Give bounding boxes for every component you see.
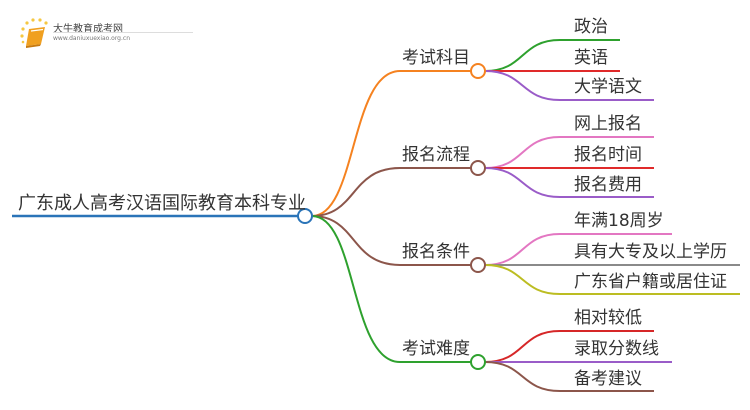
leaf-label: 政治	[574, 17, 608, 37]
branch-node	[470, 160, 486, 176]
branch-label: 报名流程	[402, 145, 470, 165]
branch-node	[470, 354, 486, 370]
root-node	[297, 208, 313, 224]
leaf-label: 年满18周岁	[574, 211, 664, 231]
leaf-label: 英语	[574, 48, 608, 68]
branch-label: 考试难度	[402, 339, 470, 359]
branch-connector	[311, 70, 471, 217]
logo-divider	[53, 32, 193, 33]
leaf-label: 网上报名	[574, 114, 642, 134]
leaf-label: 报名费用	[574, 175, 642, 195]
leaf-connector	[484, 167, 654, 198]
leaf-connector	[484, 330, 654, 363]
logo-url: www.daniuxuexiao.org.cn	[53, 35, 130, 42]
branch-connector	[311, 215, 471, 363]
leaf-label: 广东省户籍或居住证	[574, 272, 727, 292]
leaf-label: 录取分数线	[574, 339, 659, 359]
leaf-connector	[484, 136, 654, 169]
branch-label: 考试科目	[402, 48, 470, 68]
branch-connector	[311, 215, 471, 266]
leaf-label: 备考建议	[574, 369, 642, 389]
leaf-connector	[484, 39, 620, 72]
leaf-connector	[484, 361, 654, 392]
leaf-label: 报名时间	[574, 145, 642, 165]
branch-node	[470, 63, 486, 79]
leaf-connector	[484, 233, 672, 266]
leaf-connector	[484, 70, 654, 101]
branch-connector	[311, 167, 471, 217]
root-label: 广东成人高考汉语国际教育本科专业	[18, 193, 306, 214]
logo-title: 大牛教育成考网	[53, 24, 123, 35]
branch-label: 报名条件	[402, 242, 470, 262]
branch-node	[470, 257, 486, 273]
leaf-label: 具有大专及以上学历	[574, 242, 727, 262]
leaf-connector	[484, 264, 740, 295]
leaf-label: 相对较低	[574, 308, 642, 328]
book-sun-icon	[20, 18, 48, 48]
leaf-label: 大学语文	[574, 77, 642, 97]
site-logo: 大牛教育成考网 www.daniuxuexiao.org.cn	[18, 18, 198, 48]
